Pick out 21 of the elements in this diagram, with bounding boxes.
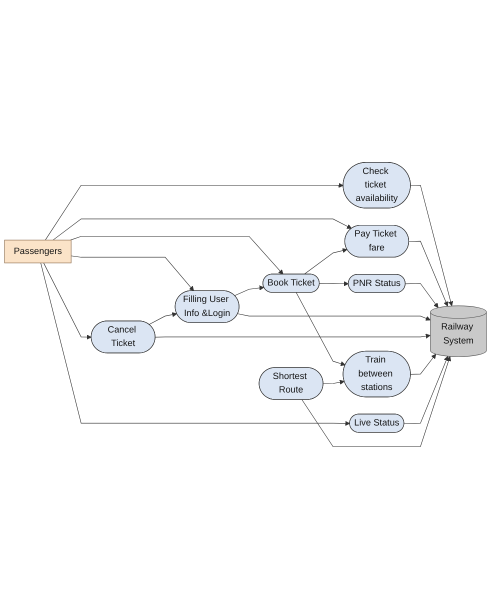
- arrow: [45, 182, 344, 240]
- arrow: [148, 312, 178, 325]
- arrow: [52, 218, 352, 240]
- arrow: [40, 262, 350, 426]
- arrow: [405, 283, 438, 308]
- arrow: [296, 292, 346, 366]
- arrow: [238, 313, 431, 321]
- arrow: [302, 356, 452, 447]
- arrow: [70, 256, 194, 292]
- arrow: [410, 184, 454, 306]
- arrow: [155, 334, 431, 339]
- node-box: Passengers: [4, 240, 72, 264]
- arrow: [323, 380, 345, 385]
- arrow: [70, 236, 284, 275]
- arrow: [404, 356, 449, 424]
- arrow: [408, 240, 448, 306]
- arrow: [304, 248, 348, 275]
- arrow: [410, 354, 436, 375]
- arrow: [43, 262, 92, 340]
- arrow: [234, 285, 264, 296]
- arrow: [319, 281, 349, 286]
